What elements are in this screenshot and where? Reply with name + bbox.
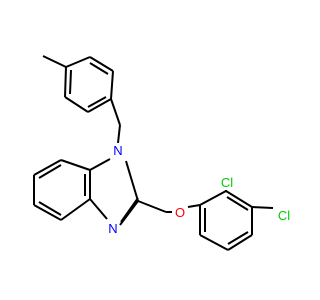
- bond: [33, 159, 62, 176]
- double-bond-inner: [87, 96, 107, 108]
- bond: [60, 198, 91, 221]
- bond: [89, 198, 108, 220]
- ch2-n-bond: [117, 124, 121, 144]
- bond: [199, 234, 229, 251]
- dichlorophenoxy-group: [137, 190, 274, 251]
- double-bond-inner: [226, 196, 249, 211]
- methyl-bond: [42, 55, 67, 68]
- c2-ch2-bond: [137, 200, 167, 213]
- atom-label-cl-ortho: Cl: [221, 175, 233, 190]
- double-bond-inner: [38, 201, 62, 216]
- benzimidazole-core: [33, 158, 139, 226]
- bond: [64, 96, 89, 113]
- bond: [110, 70, 114, 100]
- benzyl-ch2-bond: [110, 98, 121, 126]
- bond: [65, 56, 91, 68]
- bond: [227, 234, 253, 251]
- double-bond-inner: [38, 164, 62, 179]
- bond: [199, 190, 227, 206]
- bond: [225, 190, 253, 208]
- double-bond: [120, 197, 139, 223]
- double-bond-inner: [89, 62, 109, 75]
- atom-label-n3: N: [108, 221, 117, 236]
- methylbenzyl-group: [42, 55, 121, 144]
- bond: [125, 160, 139, 202]
- o-aryl-bond: [187, 204, 201, 208]
- bond: [89, 56, 114, 72]
- bond: [89, 158, 111, 171]
- bond: [60, 159, 91, 171]
- c-cl-bond: [251, 206, 274, 209]
- molecule-structure: N N O Cl Cl: [33, 55, 290, 251]
- bond: [119, 200, 139, 226]
- atom-label-cl-para: Cl: [278, 208, 290, 223]
- double-bond-inner: [227, 231, 249, 245]
- bond: [33, 204, 62, 221]
- bond: [87, 98, 112, 113]
- atom-label-n1: N: [113, 143, 122, 158]
- atom-label-o: O: [175, 205, 185, 220]
- double-bond-inner: [69, 69, 72, 95]
- bond: [64, 66, 67, 98]
